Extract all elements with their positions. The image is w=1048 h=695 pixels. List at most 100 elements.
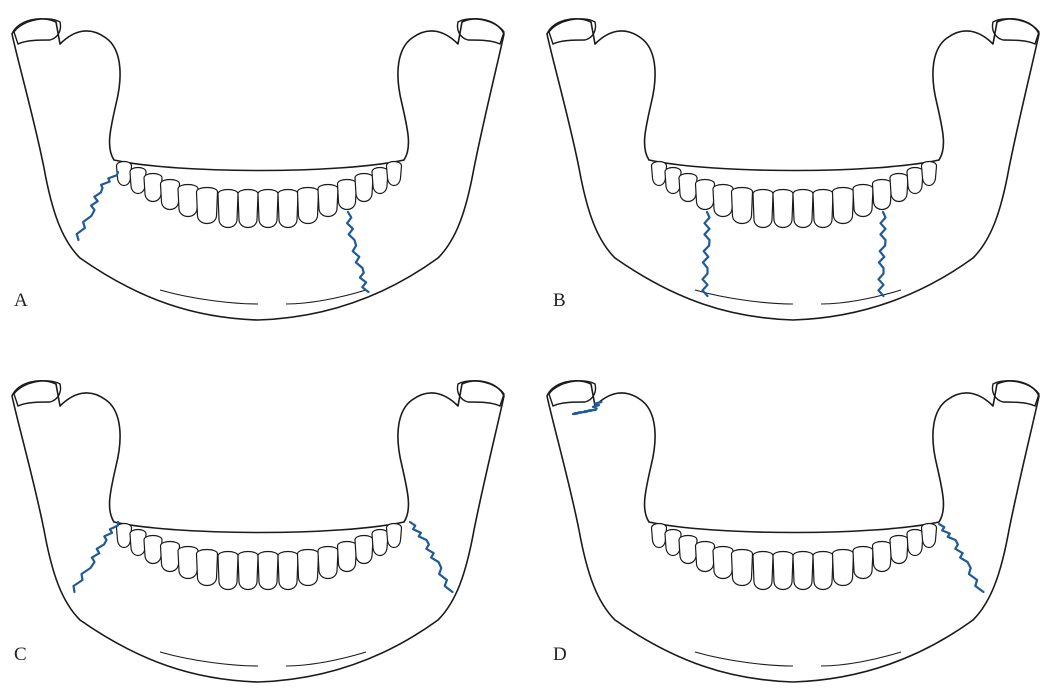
panel-label-a: A bbox=[14, 290, 28, 312]
tooth bbox=[696, 180, 715, 210]
tooth bbox=[161, 180, 180, 210]
tooth bbox=[890, 174, 908, 202]
mandible-body bbox=[547, 381, 1039, 682]
left-condyle bbox=[14, 381, 61, 406]
tooth bbox=[197, 188, 218, 224]
dental-arch bbox=[117, 524, 402, 590]
tooth bbox=[218, 190, 238, 228]
tooth bbox=[873, 542, 892, 572]
tooth bbox=[753, 190, 773, 228]
tooth bbox=[793, 190, 813, 228]
tooth bbox=[853, 547, 873, 579]
left-condyle bbox=[549, 19, 596, 44]
tooth bbox=[652, 524, 667, 548]
chin-contour-left bbox=[695, 290, 793, 304]
fracture-line bbox=[939, 524, 984, 592]
left-condyle bbox=[549, 381, 596, 406]
tooth bbox=[793, 552, 813, 590]
tooth bbox=[813, 552, 833, 590]
tooth bbox=[732, 550, 753, 586]
fracture-line bbox=[347, 212, 368, 292]
tooth bbox=[355, 536, 373, 564]
tooth bbox=[713, 185, 733, 217]
tooth bbox=[298, 188, 319, 224]
tooth bbox=[178, 547, 198, 579]
chin-contour-left bbox=[160, 290, 258, 304]
tooth bbox=[833, 188, 854, 224]
mandible-drawing-b bbox=[535, 0, 1048, 333]
panel-c: C bbox=[0, 362, 524, 695]
tooth bbox=[144, 174, 162, 202]
tooth bbox=[922, 162, 937, 186]
mandible-outline bbox=[547, 381, 1039, 682]
mandible-drawing-a bbox=[0, 0, 524, 333]
panel-label-c: C bbox=[14, 644, 27, 666]
right-condyle bbox=[992, 19, 1039, 44]
tooth bbox=[372, 530, 388, 556]
fracture-line bbox=[410, 522, 453, 592]
tooth bbox=[161, 542, 180, 572]
tooth bbox=[218, 552, 238, 590]
mandible-outline bbox=[12, 19, 504, 320]
mandible-outline bbox=[12, 381, 504, 682]
tooth bbox=[907, 530, 923, 556]
tooth bbox=[117, 524, 132, 548]
tooth bbox=[387, 162, 402, 186]
dental-arch bbox=[652, 162, 937, 228]
tooth bbox=[773, 552, 793, 590]
tooth bbox=[197, 550, 218, 586]
tooth bbox=[258, 190, 278, 228]
tooth bbox=[178, 185, 198, 217]
mandible-drawing-c bbox=[0, 362, 524, 695]
tooth bbox=[696, 542, 715, 572]
tooth bbox=[853, 185, 873, 217]
tooth bbox=[318, 185, 338, 217]
chin-contour-left bbox=[695, 652, 793, 666]
tooth bbox=[679, 174, 697, 202]
panel-a: A bbox=[0, 0, 524, 333]
tooth bbox=[298, 550, 319, 586]
dental-arch bbox=[652, 524, 937, 590]
tooth bbox=[813, 190, 833, 228]
mandible-body bbox=[12, 381, 504, 682]
tooth bbox=[713, 547, 733, 579]
right-condyle bbox=[992, 381, 1039, 406]
mandible-body bbox=[12, 19, 504, 320]
mandible-body bbox=[547, 19, 1039, 320]
panel-d: D bbox=[535, 362, 1048, 695]
tooth bbox=[890, 536, 908, 564]
mandible-drawing-d bbox=[535, 362, 1048, 695]
panel-label-d: D bbox=[553, 644, 567, 666]
dental-arch bbox=[117, 162, 402, 228]
tooth bbox=[372, 168, 388, 194]
tooth bbox=[338, 180, 357, 210]
tooth bbox=[144, 536, 162, 564]
fracture-line bbox=[703, 212, 710, 296]
tooth bbox=[922, 524, 937, 548]
tooth bbox=[873, 180, 892, 210]
fracture-line bbox=[879, 212, 886, 296]
tooth bbox=[338, 542, 357, 572]
tooth bbox=[258, 552, 278, 590]
chin-contour-left bbox=[160, 652, 258, 666]
tooth bbox=[773, 190, 793, 228]
tooth bbox=[117, 162, 132, 186]
right-condyle bbox=[457, 381, 504, 406]
tooth bbox=[753, 552, 773, 590]
tooth bbox=[833, 550, 854, 586]
tooth bbox=[278, 552, 298, 590]
tooth bbox=[732, 188, 753, 224]
tooth bbox=[907, 168, 923, 194]
fracture-lines bbox=[703, 212, 886, 296]
right-condyle bbox=[457, 19, 504, 44]
panel-label-b: B bbox=[553, 290, 566, 312]
tooth bbox=[238, 190, 258, 228]
tooth bbox=[238, 552, 258, 590]
fracture-line bbox=[573, 402, 602, 414]
mandible-outline bbox=[547, 19, 1039, 320]
tooth bbox=[387, 524, 402, 548]
left-condyle bbox=[14, 19, 61, 44]
tooth bbox=[355, 174, 373, 202]
mandible-fracture-figure: A B C D bbox=[0, 0, 1048, 667]
fracture-line bbox=[77, 172, 118, 240]
